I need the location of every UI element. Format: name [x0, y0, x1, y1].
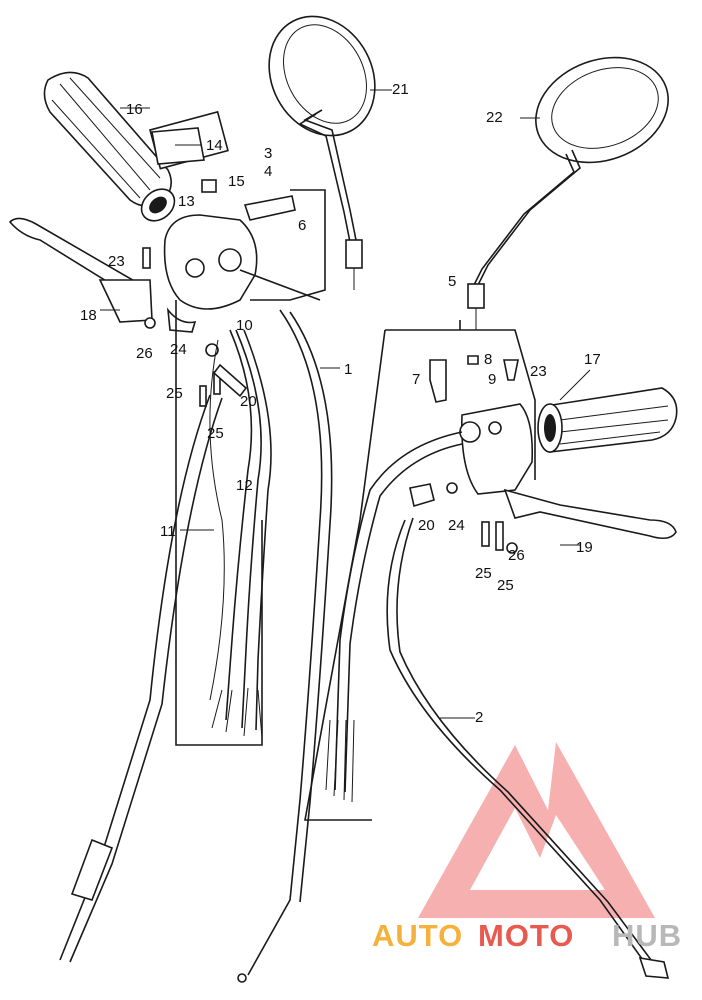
callout-8: 8	[484, 351, 492, 368]
callout-3: 3	[264, 145, 272, 162]
callout-14: 14	[206, 137, 223, 154]
callout-20-right: 20	[418, 517, 435, 534]
callout-10: 10	[236, 317, 253, 334]
callout-25-right-a: 25	[475, 565, 492, 582]
throttle-cable	[386, 517, 670, 979]
callout-11: 11	[160, 523, 176, 540]
callout-4: 4	[264, 163, 272, 180]
right-grip	[537, 387, 678, 453]
callout-21: 21	[392, 81, 409, 98]
callout-12: 12	[236, 477, 253, 494]
callout-7: 7	[412, 371, 420, 388]
callout-19: 19	[576, 539, 593, 556]
callout-23-right: 23	[530, 363, 547, 380]
callout-22: 22	[486, 109, 503, 126]
callout-5: 5	[448, 273, 456, 290]
right-small-parts	[409, 355, 519, 554]
brake-lever	[503, 488, 677, 540]
callout-17: 17	[584, 351, 601, 368]
watermark-auto: AUTO	[372, 918, 463, 953]
watermark-hub: HUB	[612, 918, 682, 953]
callout-26-right: 26	[508, 547, 525, 564]
callout-25-left-b: 25	[207, 425, 224, 442]
right-mirror	[467, 56, 669, 330]
callout-24-right: 24	[448, 517, 465, 534]
right-switch-housing	[304, 320, 536, 821]
callout-1: 1	[344, 361, 352, 378]
leader-lines	[100, 89, 591, 719]
left-mirror	[268, 15, 376, 290]
watermark-moto: MOTO	[478, 918, 574, 953]
watermark-text: AUTO MOTO HUB	[372, 918, 682, 953]
callouts: 1 2 3 4 5 6 7 8 9 10 11 12 13 14 15 16 1…	[80, 81, 601, 726]
callout-13: 13	[178, 193, 195, 210]
left-grip	[43, 71, 176, 222]
callout-16: 16	[126, 101, 143, 118]
callout-9: 9	[488, 371, 496, 388]
callout-15: 15	[228, 173, 245, 190]
callout-2: 2	[475, 709, 483, 726]
callout-26-left: 26	[136, 345, 153, 362]
callout-23-left: 23	[108, 253, 125, 270]
callout-18: 18	[80, 307, 97, 324]
callout-25-left-a: 25	[166, 385, 183, 402]
left-harness	[59, 189, 333, 983]
callout-24-left: 24	[170, 341, 187, 358]
left-small-parts	[142, 127, 296, 407]
callout-20-left: 20	[240, 393, 257, 410]
callout-25-right-b: 25	[497, 577, 514, 594]
clutch-lever	[8, 217, 153, 323]
callout-6: 6	[298, 217, 306, 234]
